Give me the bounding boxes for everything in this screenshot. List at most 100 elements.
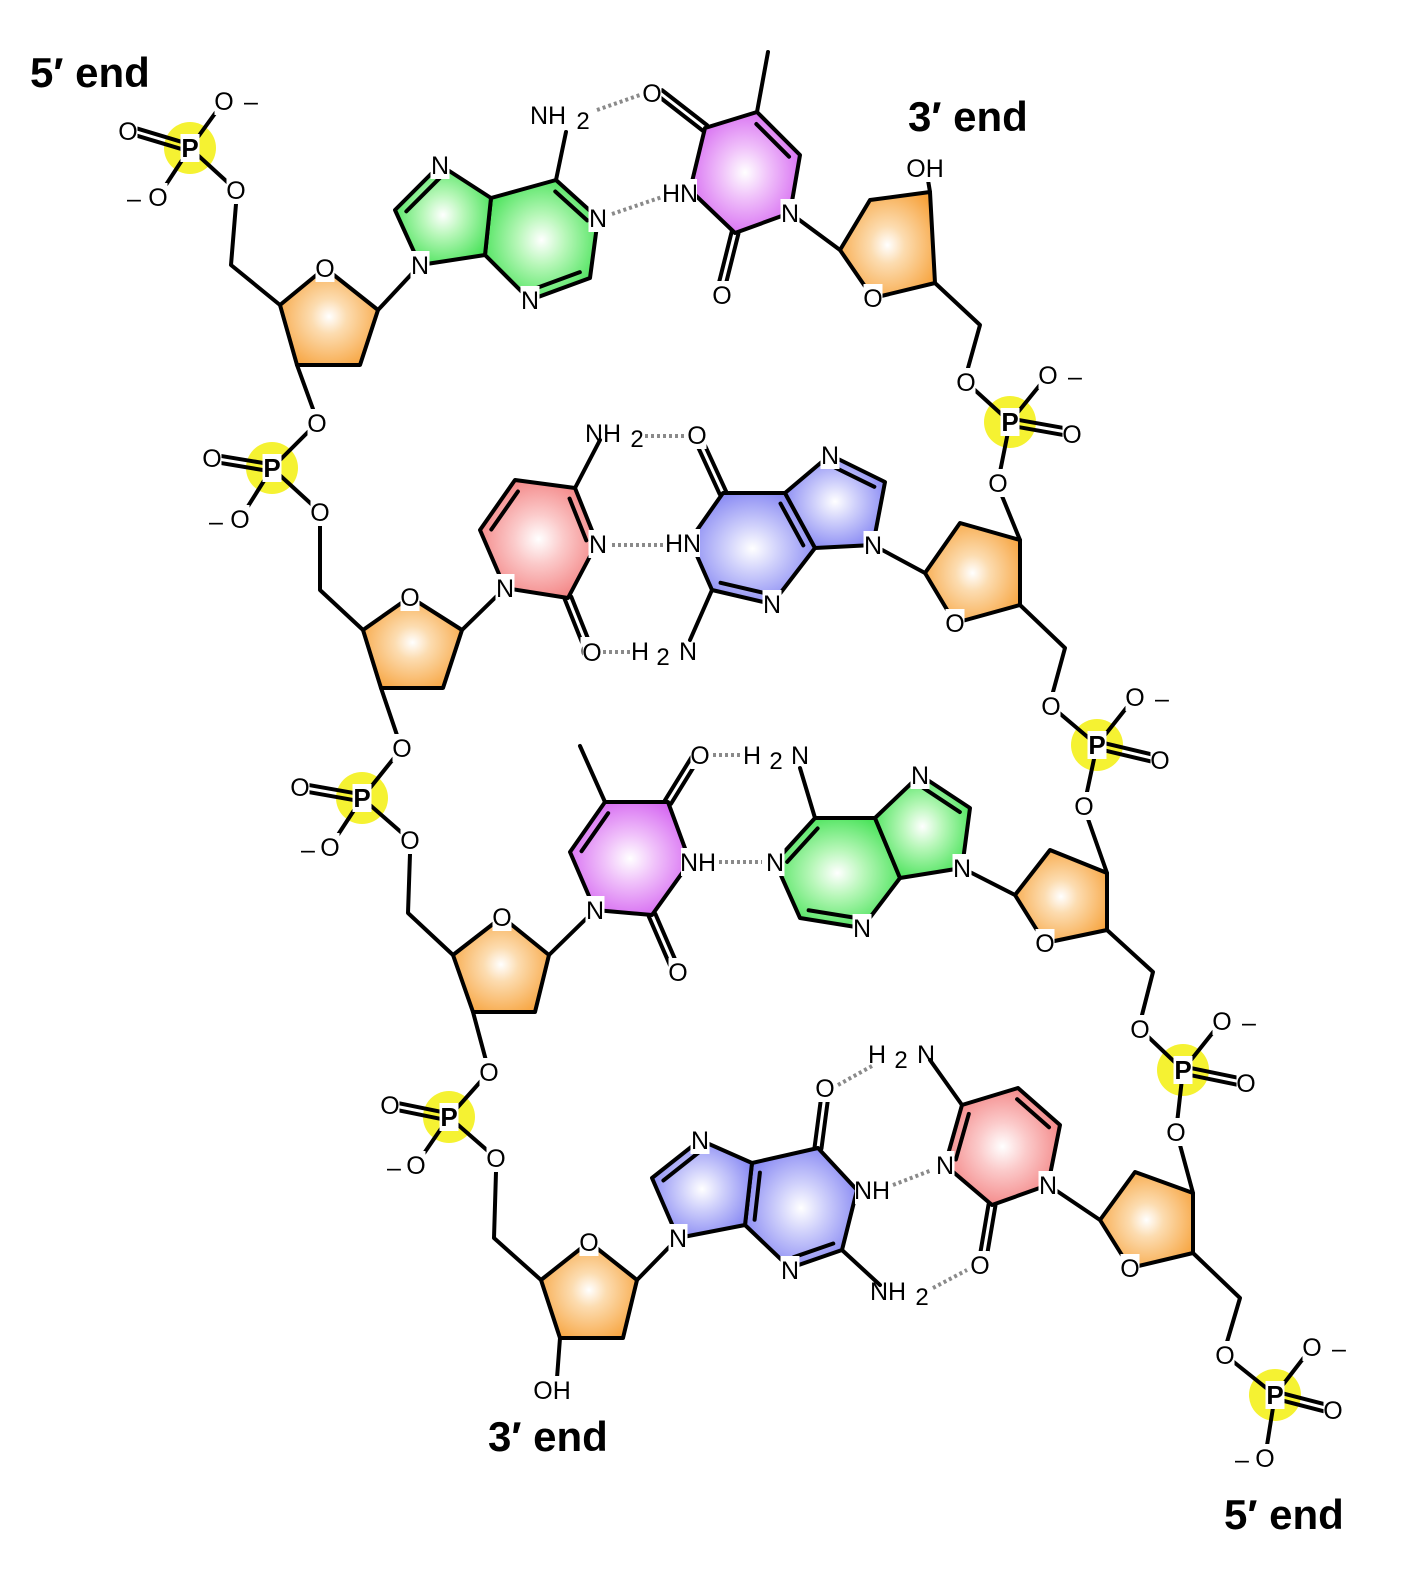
phosphate-left-1-phosphorus: P [181,133,198,163]
guanine-2-n3: N [763,591,781,619]
hydrogen-bond [932,1268,968,1290]
adenine-3-n3-bg [852,914,872,942]
phosphate-right-4-oxygen-double-bg [1323,1396,1343,1424]
phosphate-right-3-minus-top: – [1242,1009,1256,1037]
backbone-right-3 [1105,928,1155,1017]
thymine-3-oxygen-top: O [690,742,709,770]
cytosine-4-n1: N [1039,1172,1057,1200]
phosphate-left-3-oxygen-bottom-bg [320,833,340,861]
guanine-4-nh-bg [855,1176,889,1204]
thymine-1-carbonyl-bottom [723,231,741,288]
adenine-1-aromatic-bond [532,270,582,291]
sugar-left-2 [361,595,464,690]
phosphate-left-2-oxygen-bottom: O [230,506,249,534]
phosphate-right-4-oxygen-double: O [1323,1397,1342,1425]
thymine-1-carbonyl-bottom [716,230,734,287]
guanine-4-n3: N [781,1257,799,1285]
cytosine-4-oxygen: O [970,1252,989,1280]
adenine-1-n3: N [521,287,539,315]
sugar-left-4-ring-oxygen: O [579,1229,598,1257]
right-strand-3prime-hydroxyl: OH [906,155,944,183]
backbone-right-1 [933,281,982,370]
adenine-3-aromatic-bond [785,826,820,864]
phosphate-left-1-minus-bottom: – [127,185,141,213]
backbone-right-2 [1018,603,1067,694]
cytosine-2-n1: N [496,575,514,603]
sugar-right-2 [923,521,1022,625]
cytosine-2-n3: N [589,531,607,559]
adenine-3-n1-bg [765,848,785,876]
phosphate-left-2-minus-bottom: – [209,508,223,536]
adenine-1-five-ring [393,163,493,267]
adenine-1-aromatic-bond [404,175,443,214]
guanine-4-aromatic-bond [661,1149,702,1183]
guanine-4-aromatic-bond [752,1170,762,1222]
phosphate-right-4-oxygen-bottom-bg [1255,1444,1275,1472]
guanine-2-n9: N [864,532,882,560]
phosphate-left-2-oxygen-double: O [202,445,221,473]
thymine-1-oxygen-bottom: O [712,282,731,310]
phosphate-right-2-oxygen-link-bg [1041,692,1061,720]
adenine-3-n9: N [953,855,971,883]
backbone-left-3prime-oh [555,1336,562,1380]
thymine-1-oxygen-bottom-bg [712,281,732,309]
thymine-1-double-bond [754,122,792,159]
hydrogen-bond [892,1168,933,1187]
guanine-2-aromatic-bond [778,501,806,548]
guanine-2-n7-bg [820,441,840,469]
phosphate-left-1-oxygen-link: O [226,177,245,205]
phosphate-left-1-double-bond [126,131,191,154]
thymine-1-oxygen-top: O [642,80,661,108]
phosphate-left-4-oxygen-bottom-bg [406,1151,426,1179]
phosphate-right-1-phosphorus-bg [1000,408,1020,436]
guanine-2-carbonyl [701,439,729,494]
phosphate-left-4-oxygen-link-bg [486,1144,506,1172]
phosphate-right-3-oxygen-double: O [1236,1070,1255,1098]
guanine-4-n7: N [691,1127,709,1155]
cytosine-2-amine-subscript: 2 [630,426,643,453]
phosphate-right-3-double-bond [1180,1071,1248,1089]
cytosine-2-amine-nh: NH [585,420,621,448]
adenine-1-amine-nh: NH [530,102,566,130]
phosphate-left-1-oxygen-double: O [118,118,137,146]
guanine-2-n9-bg [863,531,883,559]
phosphate-left-3-minus-bottom: – [301,836,315,864]
phosphate-right-4-oxygen-top-bg [1302,1333,1322,1361]
sugar-left-3-ring-oxygen: O [492,904,511,932]
adenine-3-amine-subscript: 2 [769,748,782,775]
phosphate-right-2-phosphorus-bg [1087,731,1107,759]
guanine-2-aromatic-bond [718,580,769,596]
thymine-3-n1: N [586,897,604,925]
sugar-right-1-ring-oxygen: O [863,285,882,313]
guanine-4-carbonyl [819,1093,831,1151]
phosphate-left-3-oxygen-top: O [392,735,411,763]
sugar-left-4-ring-oxygen-bg [579,1228,599,1256]
cytosine-4-amine-bond [928,1058,964,1107]
guanine-4-oxygen-bg [815,1074,835,1102]
sugar-right-4-ring-oxygen-bg [1120,1254,1140,1282]
backbone-left-3 [406,852,455,957]
phosphate-right-1-oxygen-bottom: O [988,470,1007,498]
guanine-2-n3-bg [762,590,782,618]
phosphate-left-1-minus-top: – [244,88,258,116]
phosphate-right-2-oxygen-top: O [1125,684,1144,712]
adenine-1-amine-bond [554,130,568,182]
thymine-3-nh: NH [680,849,716,877]
phosphate-right-3-oxygen-double-bg [1236,1069,1256,1097]
phosphate-right-1-oxygen-bottom-bg [988,469,1008,497]
guanine-2-amine-n: N [679,638,697,666]
adenine-1-n7-bg [430,151,450,179]
cytosine-2-n1-bg [495,574,515,602]
phosphate-left-2-phosphorus: P [263,453,280,483]
cytosine-4-n1-bg [1038,1171,1058,1199]
phosphate-left-3-double-bond [298,781,365,797]
guanine-2-oxygen: O [687,422,706,450]
phosphate-left-3-oxygen-double-bg [290,773,310,801]
thymine-3-oxygen-bottom: O [668,959,687,987]
adenine-1-six-ring [483,178,600,302]
phosphate-left-4-oxygen-top-bg [479,1058,499,1086]
cytosine-4-amine-n: N [917,1041,935,1069]
cytosine-2-amine-bond [573,438,602,490]
phosphate-left-3-oxygen-link: O [400,827,419,855]
guanine-4-oxygen: O [815,1075,834,1103]
